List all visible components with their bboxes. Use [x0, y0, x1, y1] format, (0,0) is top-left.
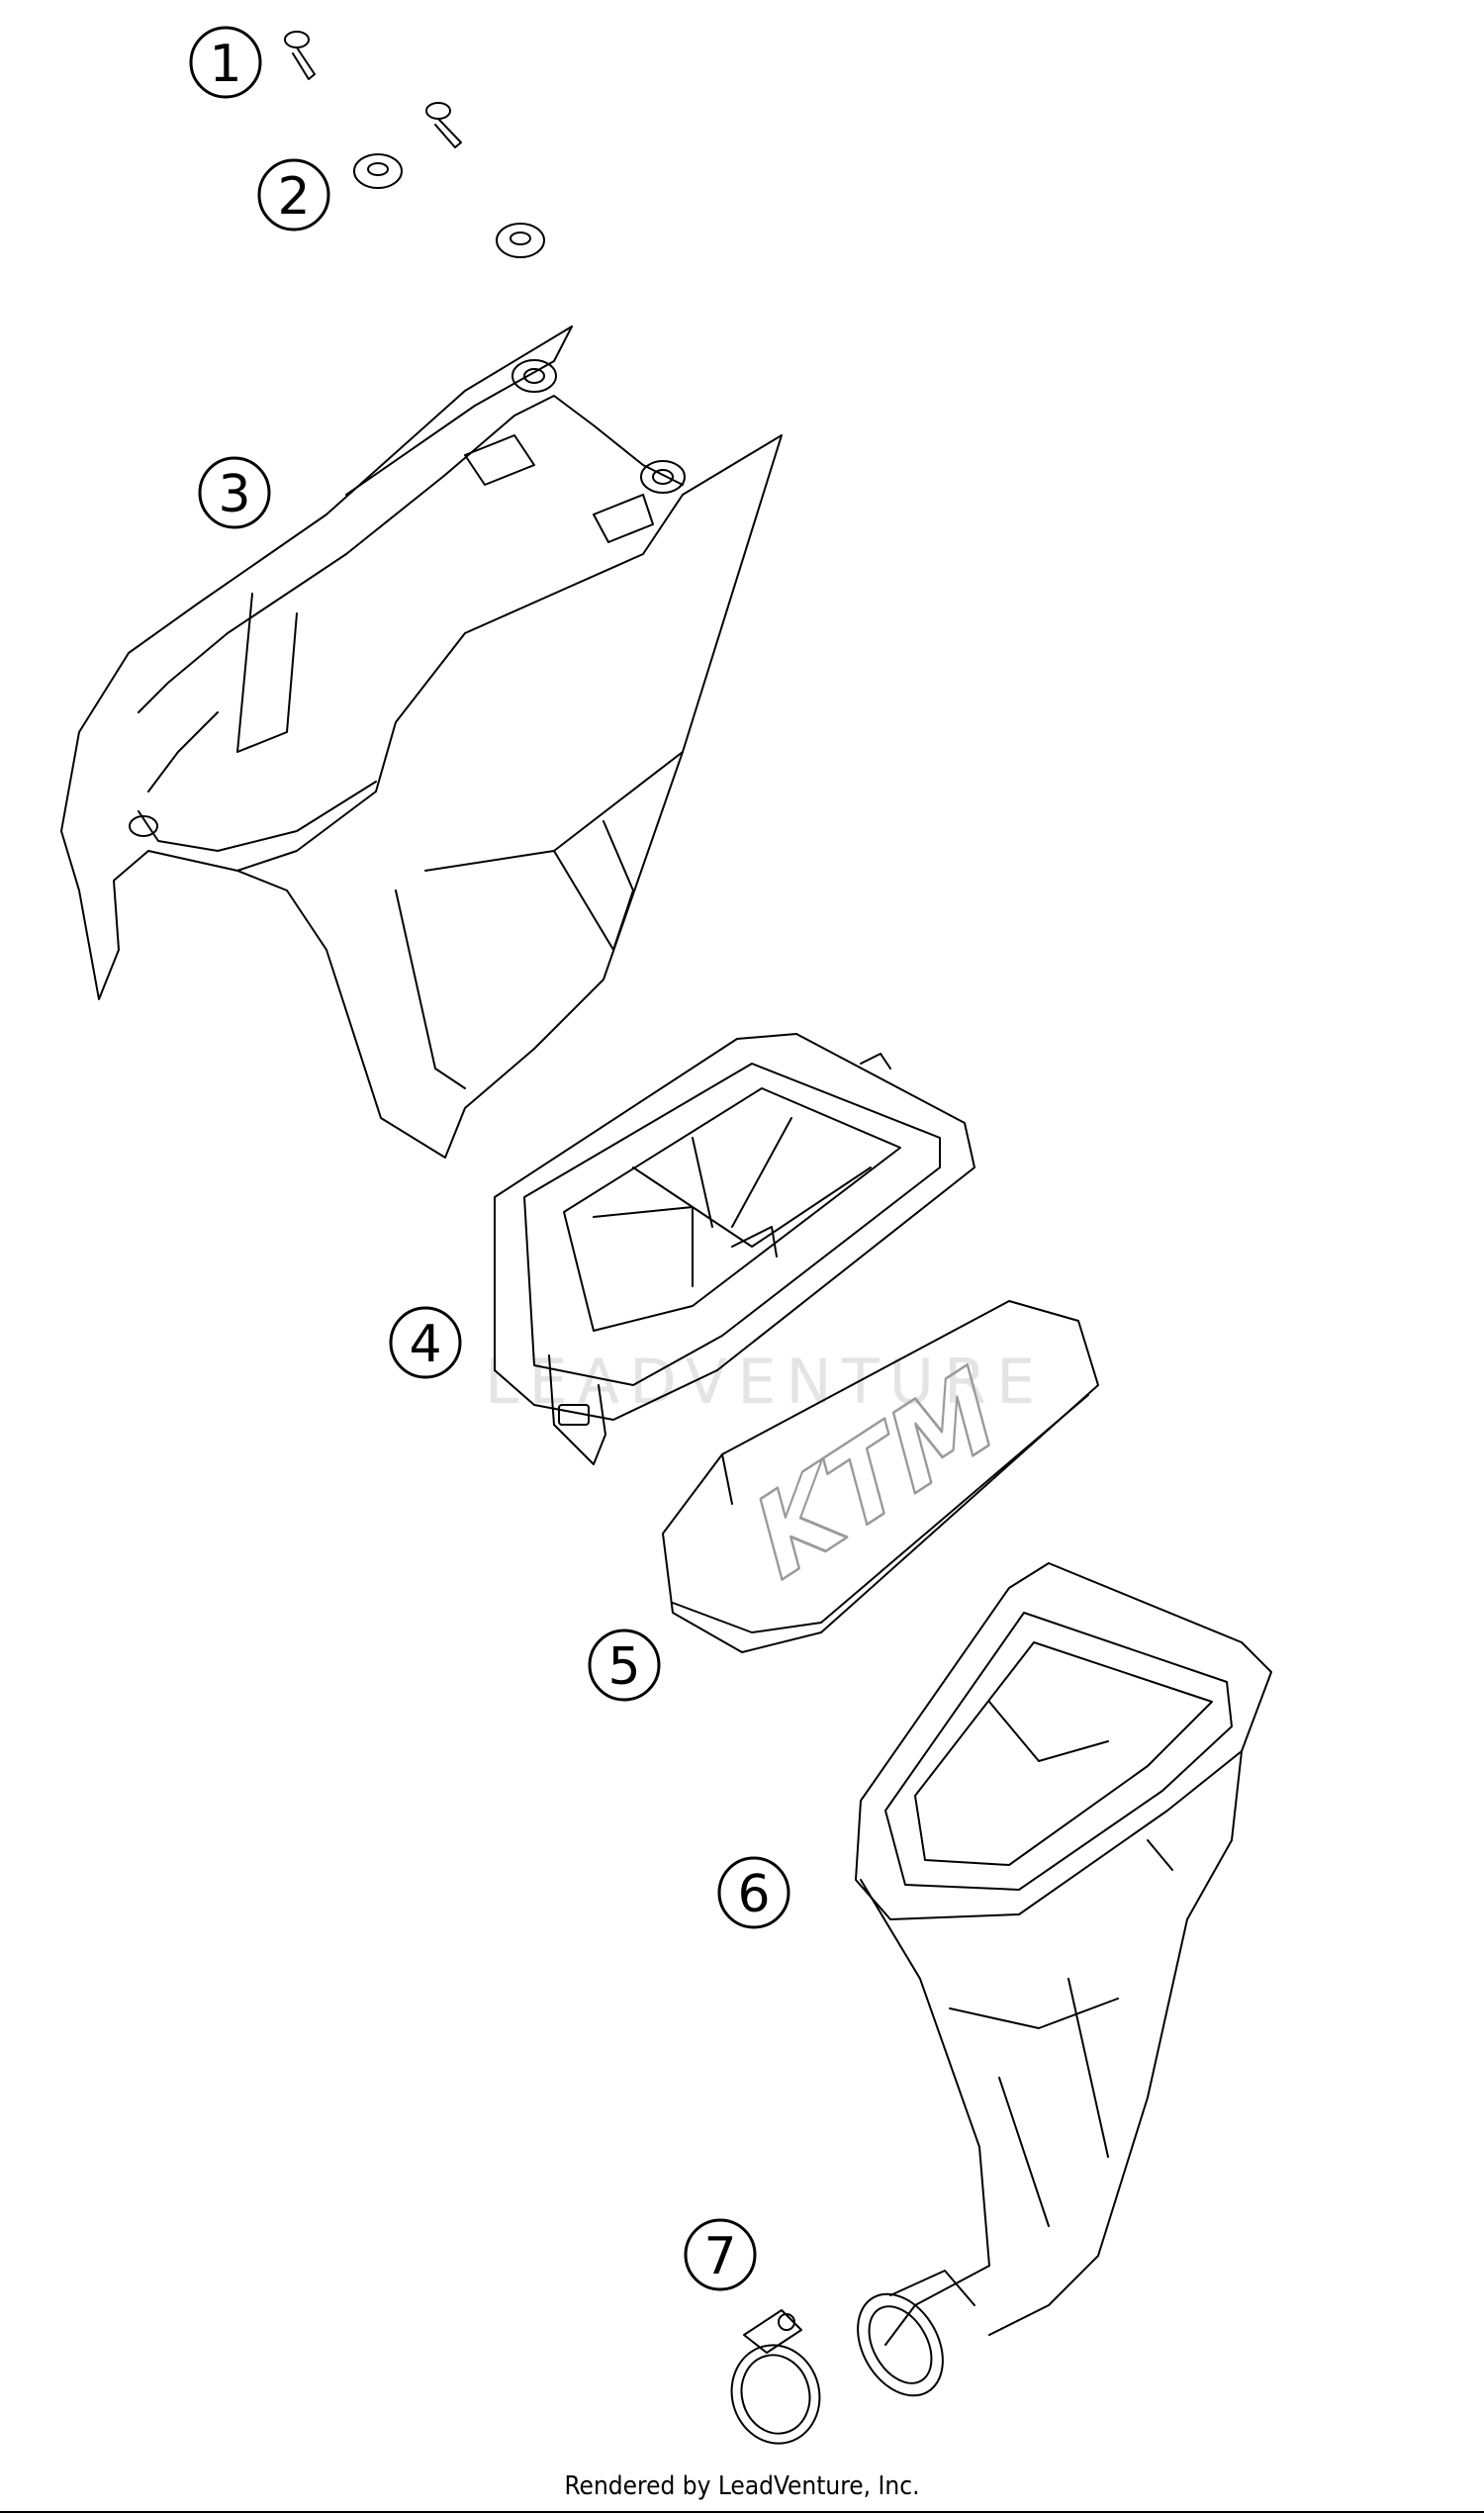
svg-text:5: 5 [607, 1637, 640, 1697]
footer-credit: Rendered by LeadVenture, Inc. [564, 2471, 920, 2501]
callout-3[interactable]: 3 [198, 456, 271, 529]
bottom-divider [0, 2511, 1484, 2513]
svg-text:4: 4 [409, 1315, 441, 1374]
air-filter-part[interactable] [662, 1300, 1099, 1653]
callout-2[interactable]: 2 [257, 158, 330, 232]
svg-text:2: 2 [277, 167, 310, 227]
svg-text:1: 1 [209, 35, 241, 94]
callout-6[interactable]: 6 [717, 1856, 790, 1929]
hose-clamp-part[interactable] [721, 2309, 831, 2454]
callout-1[interactable]: 1 [189, 26, 262, 99]
callout-5[interactable]: 5 [588, 1629, 661, 1702]
air-filter-box-part[interactable] [60, 326, 783, 1159]
screw-part[interactable] [284, 31, 462, 148]
callout-7[interactable]: 7 [684, 2218, 757, 2291]
air-intake-boot-part[interactable] [841, 1562, 1272, 2411]
washer-part[interactable] [353, 153, 545, 258]
svg-text:3: 3 [218, 465, 250, 524]
callout-4[interactable]: 4 [389, 1306, 462, 1379]
svg-text:6: 6 [737, 1865, 770, 1924]
air-filter-cage-part[interactable] [494, 1033, 975, 1465]
svg-text:7: 7 [703, 2227, 736, 2286]
filter-logo: KTM [746, 1337, 1004, 1612]
